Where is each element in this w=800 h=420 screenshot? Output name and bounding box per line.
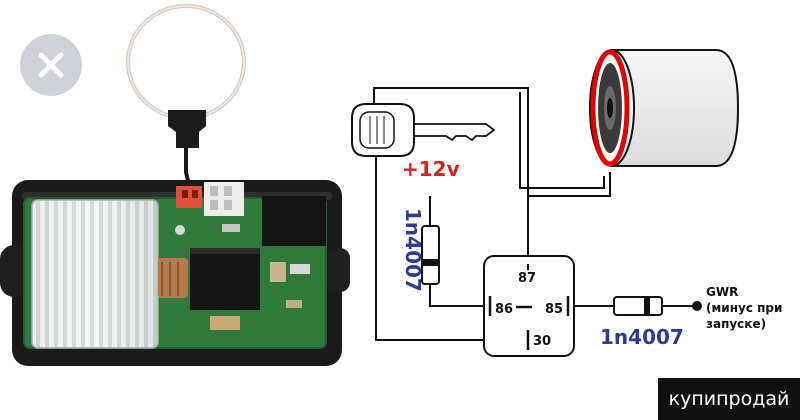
close-button[interactable]: [20, 34, 82, 96]
output-label-line2: (минус при: [706, 301, 782, 315]
connector-red: [176, 186, 202, 208]
watermark-logo: купипродай: [658, 378, 800, 420]
diode-coil-label: 1n4007: [401, 208, 425, 292]
output-terminal: [692, 301, 702, 311]
wire-coil-a: [519, 92, 605, 189]
pcb-component-block: [262, 196, 326, 246]
wire-loop-top: [373, 87, 611, 197]
highlight-ring: [590, 49, 630, 167]
relay-pin-87: 87: [518, 271, 536, 286]
close-icon: [38, 52, 64, 78]
relay-pin-86: 86: [495, 302, 513, 317]
diode-coil: [421, 214, 440, 292]
relay-pin-85: 85: [545, 302, 563, 317]
diode-output: [613, 296, 663, 316]
ignition-cylinder: [589, 49, 740, 167]
antenna-connector-boot: [168, 110, 206, 148]
key-icon: [351, 103, 496, 157]
power-label: +12v: [402, 157, 460, 181]
antenna-coil: [31, 199, 159, 349]
wire-pin30: [375, 150, 528, 341]
pcb-relay: [190, 248, 260, 310]
wiring-diagram: +12v 1n4007 87 86 85 30 1n4007 GWR (мину…: [351, 49, 782, 357]
bypass-module: [0, 4, 350, 366]
relay-pin-30: 30: [533, 334, 551, 349]
diode-output-label: 1n4007: [600, 325, 684, 349]
relay-box: [483, 255, 575, 357]
output-label-line1: GWR: [706, 285, 738, 299]
output-label-line3: запуске): [706, 317, 766, 331]
copper-coil: [158, 258, 188, 298]
